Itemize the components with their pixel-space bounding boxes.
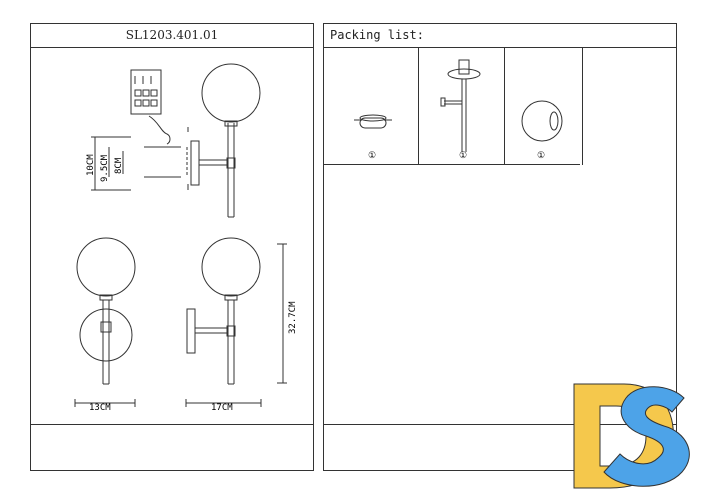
packing-list-title: Packing list: [330,28,424,42]
packing-items-drawing: ① ① ① [354,59,563,161]
qty-mounting-plate: ① [368,151,376,161]
small-spacing-label: 8CM [114,157,124,174]
wall-plate [190,140,200,186]
model-number: SL1203.401.01 [125,28,219,42]
divider [418,47,419,165]
packing-list-panel: Packing list: ① ① ① [323,23,677,471]
divider [31,424,313,425]
dimensions-panel: SL1203.401.01 [30,23,314,471]
technical-drawing: 10CM 9.5CM 8CM 32.7CM 13CM 17CM [74,63,298,413]
side-depth-label: 17CM [211,403,233,413]
glass-shade-icon [521,100,563,142]
divider [324,47,676,48]
terminal-block-icon [130,69,162,115]
mount-height-label: 10CM [86,154,96,176]
divider [504,47,505,165]
qty-glass-shade: ① [537,151,545,161]
lamp-body-icon [447,68,481,80]
divider [582,47,583,165]
total-height-label: 32.7CM [288,301,298,334]
ds-logo [573,383,690,489]
qty-lamp-body: ① [459,151,467,161]
mounting-plate-icon [359,117,387,129]
globe-shade-icon [201,63,261,123]
screw-spacing-label: 9.5CM [100,154,110,182]
divider [324,424,676,425]
front-width-label: 13CM [89,403,111,413]
divider [31,47,313,48]
divider [324,164,580,165]
